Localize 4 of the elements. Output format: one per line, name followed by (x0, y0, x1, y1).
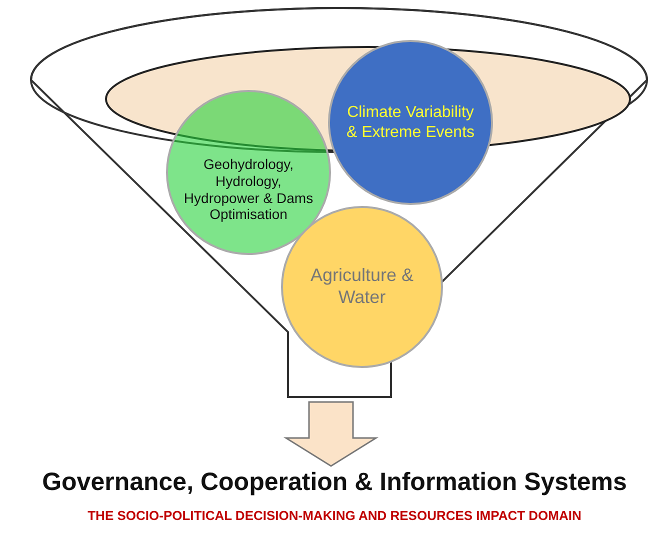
topic-circle: Geohydrology, Hydrology, Hydropower & Dams Optimisation (166, 90, 331, 255)
block-arrow (283, 401, 379, 467)
heading-text: Governance, Cooperation & Information Systems (42, 468, 627, 497)
subtitle-text: THE SOCIO-POLITICAL DECISION-MAKING AND RESOURCES IMPACT DOMAIN (88, 508, 582, 523)
